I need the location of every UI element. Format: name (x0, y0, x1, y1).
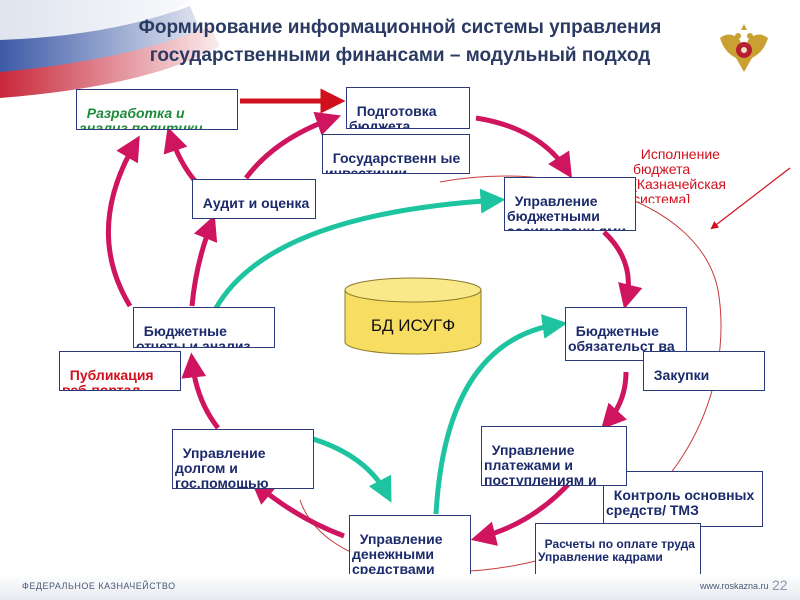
node-audit[interactable]: Аудит и оценка (192, 179, 316, 219)
node-audit-label: Аудит и оценка (202, 195, 310, 211)
footer-org-name: ФЕДЕРАЛЬНОЕ КАЗНАЧЕЙСТВО (22, 581, 176, 591)
node-policy[interactable]: Разработка и анализ политики (76, 89, 238, 130)
node-assets-label: Контроль основных средств/ ТМЗ (606, 487, 759, 518)
arrow-cash-to-obligations (433, 314, 568, 515)
node-procurement[interactable]: Закупки (643, 351, 765, 391)
node-execution[interactable]: Исполнение бюджета [Казначейская система… (631, 131, 779, 204)
node-publication[interactable]: Публикация веб-портал (59, 351, 181, 391)
node-gov-invest-label: Государственн ые инвестиции (325, 150, 465, 174)
node-budget-prep-label: Подготовка бюджета (349, 103, 441, 129)
database-label: БД ИСУГФ (370, 316, 456, 335)
page-number: 22 (772, 577, 788, 593)
node-debt-label: Управление долгом и гос.помощью (175, 445, 270, 489)
arrow-debt-to-reports (181, 352, 220, 430)
node-debt[interactable]: Управление долгом и гос.помощью (172, 429, 314, 489)
node-payments-label: Управление платежами и поступлениям и (484, 442, 597, 486)
title-line-1: Формирование информационной системы упра… (138, 17, 662, 38)
node-obligations[interactable]: Бюджетные обязательст ва (565, 307, 687, 361)
node-payments[interactable]: Управление платежами и поступлениям и (481, 426, 627, 486)
arrow-budget-to-allocations (475, 115, 573, 179)
arrow-obligations-to-payments (600, 371, 629, 430)
node-policy-label: Разработка и анализ политики (79, 105, 203, 130)
node-budget-prep[interactable]: Подготовка бюджета (346, 87, 470, 129)
node-execution-label: Исполнение бюджета [Казначейская система… (633, 146, 730, 204)
node-allocations[interactable]: Управление бюджетными ассигновани ями (504, 177, 636, 231)
arrow-cash-to-debt (250, 479, 345, 539)
arrow-reports-to-policy (106, 135, 140, 308)
node-obligations-label: Бюджетные обязательст ва (568, 323, 675, 354)
node-reports[interactable]: Бюджетные отчеты и анализ (133, 307, 275, 348)
treasury-pointer-line (710, 167, 791, 230)
node-reports-label: Бюджетные отчеты и анализ (136, 323, 251, 348)
node-cash-label: Управление денежными средствами (352, 531, 447, 575)
footer-website[interactable]: www.roskazna.ru (700, 581, 769, 591)
flag-decoration (0, 0, 240, 100)
node-procurement-label: Закупки (653, 367, 710, 383)
arrow-audit-to-budget (244, 111, 342, 180)
node-payroll[interactable]: Расчеты по оплате труда Управление кадра… (535, 523, 701, 577)
treasury-emblem-icon (720, 24, 768, 72)
node-assets[interactable]: Контроль основных средств/ ТМЗ (603, 471, 763, 527)
node-gov-invest[interactable]: Государственн ые инвестиции (322, 134, 470, 174)
footer-bar: ФЕДЕРАЛЬНОЕ КАЗНАЧЕЙСТВО www.roskazna.ru… (0, 574, 800, 600)
arrow-payments-to-cash (470, 476, 576, 546)
node-cash[interactable]: Управление денежными средствами (349, 515, 471, 575)
arrow-reports-to-audit (189, 215, 218, 307)
node-allocations-label: Управление бюджетными ассигновани ями (507, 193, 627, 231)
title-line-2: государственными финансами – модульный п… (149, 45, 651, 66)
arrow-audit-to-policy (163, 126, 198, 184)
node-publication-label: Публикация веб-портал (62, 367, 158, 391)
page-title: Формирование информационной системы упра… (80, 14, 720, 70)
node-payroll-label: Расчеты по оплате труда Управление кадра… (538, 537, 699, 564)
arrow-reports-to-allocations (213, 188, 506, 310)
arrow-allocations-to-obligations (602, 230, 643, 310)
database-cylinder (344, 277, 482, 355)
